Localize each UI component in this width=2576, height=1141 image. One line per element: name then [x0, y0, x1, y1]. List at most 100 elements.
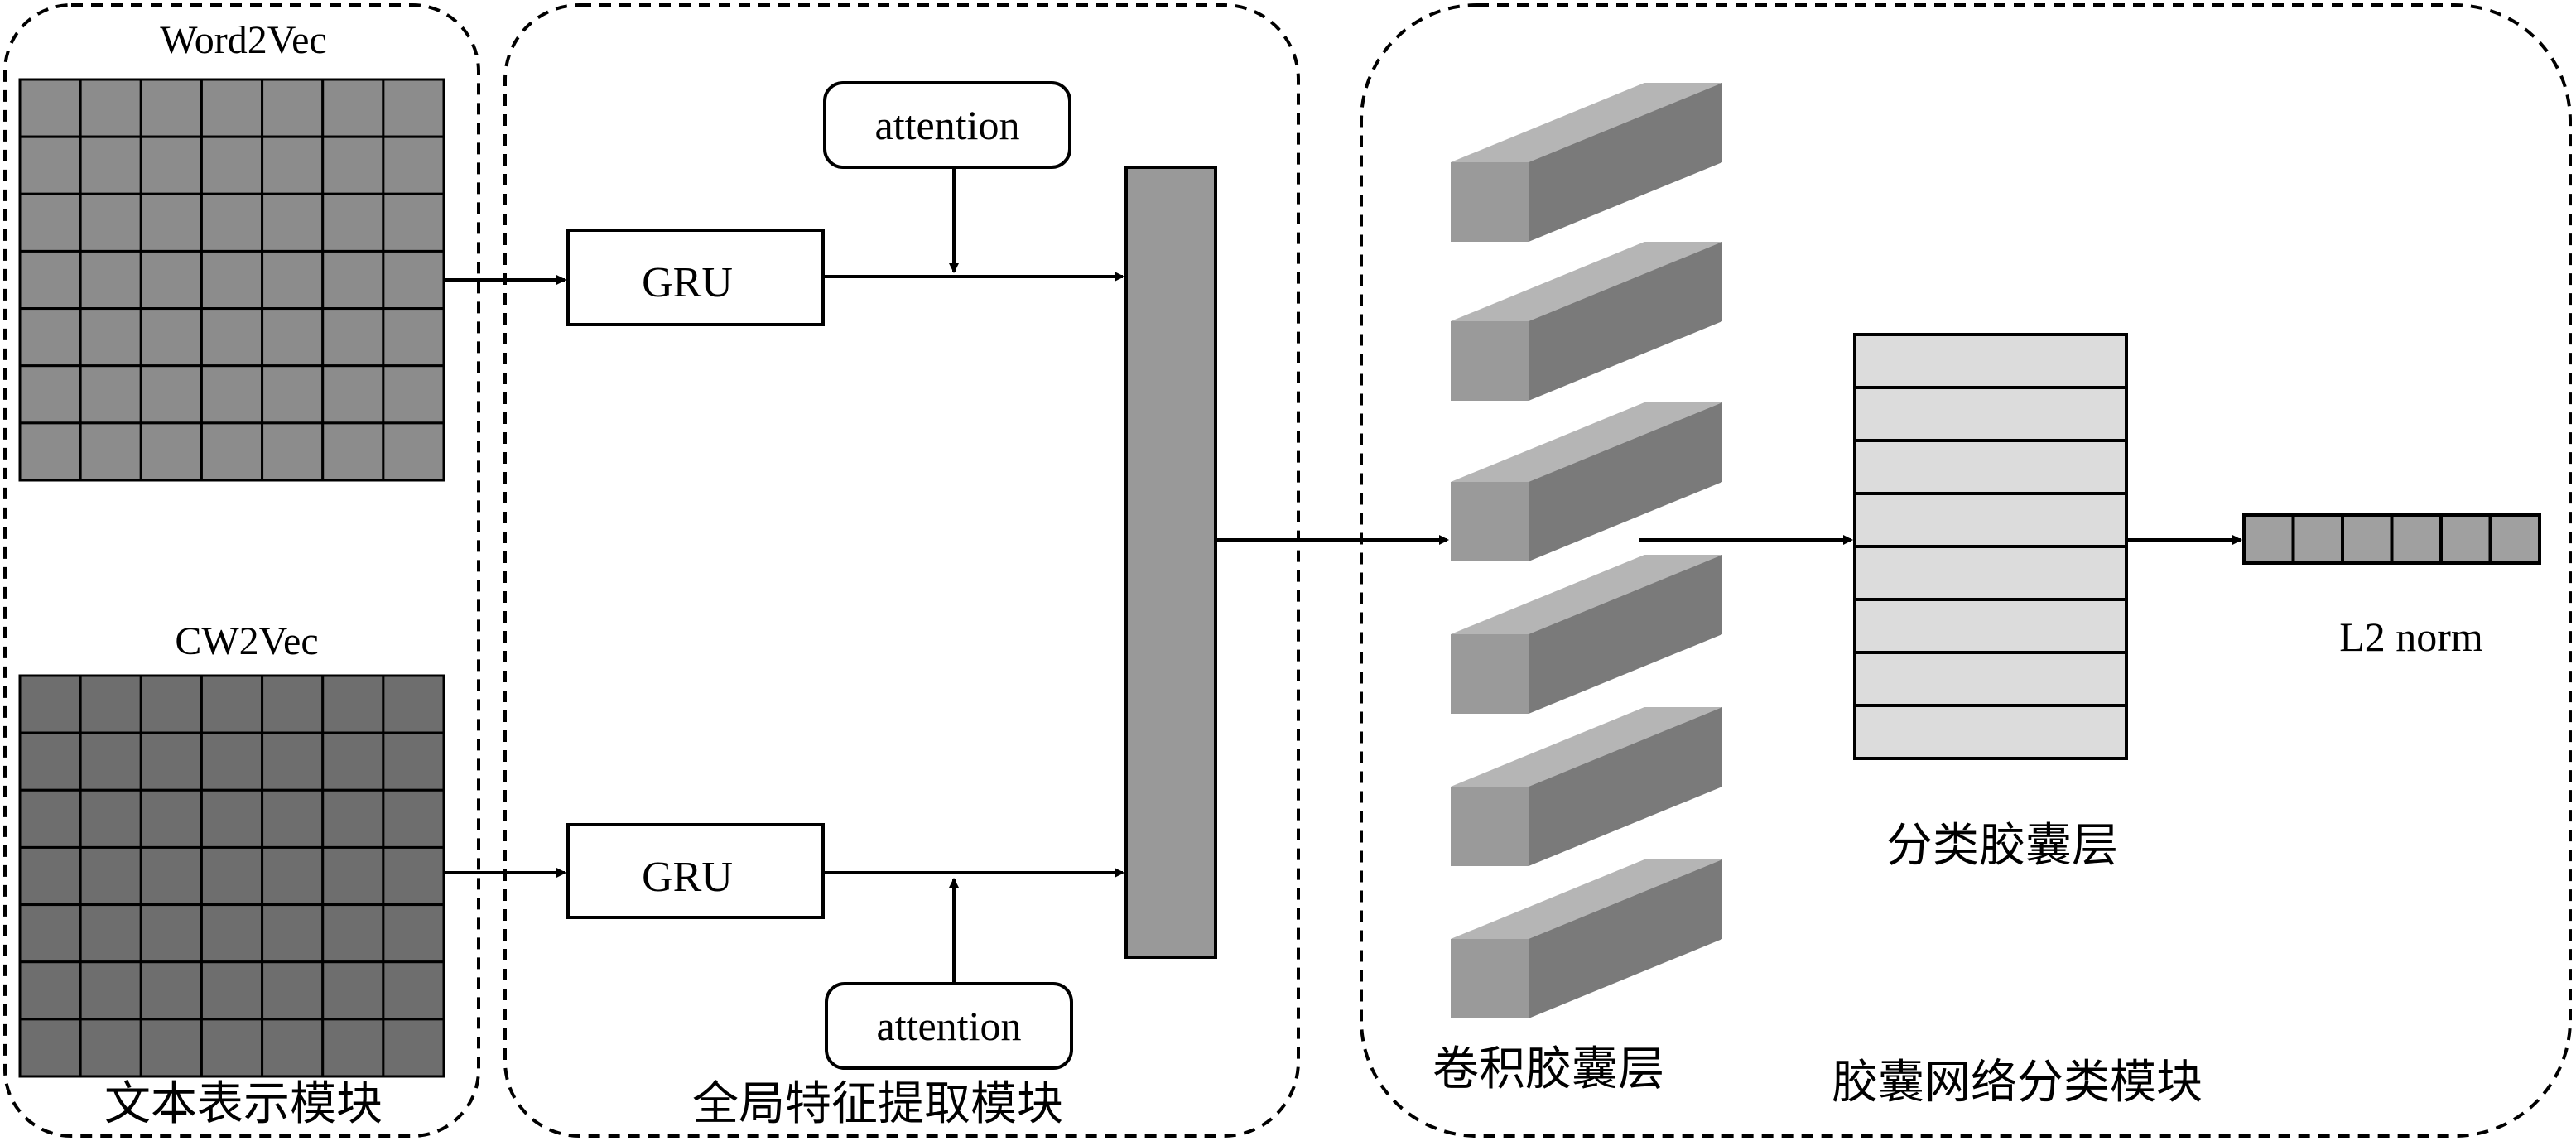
cw2vec-matrix-cell	[139, 960, 203, 1021]
capsule-top-face	[1451, 242, 1722, 321]
word2vec-matrix-cell	[261, 135, 325, 195]
cw2vec-matrix-cell	[18, 845, 82, 907]
word2vec-matrix-cell	[382, 421, 445, 482]
cw2vec-matrix-cell	[321, 731, 385, 792]
cw2vec-matrix-cell	[79, 960, 142, 1021]
cw2vec-matrix-cell	[321, 788, 385, 849]
gru-bottom-box	[566, 823, 825, 919]
l2-norm-vector	[2242, 513, 2541, 565]
cw2vec-matrix-cell	[382, 731, 445, 792]
cw2vec-matrix-cell	[200, 960, 264, 1021]
cuboid-icon	[1451, 859, 1722, 1018]
class-capsule-row	[1853, 386, 2128, 442]
word2vec-matrix-cell	[200, 364, 264, 425]
word2vec-matrix-cell	[382, 307, 445, 368]
capsule-front-face	[1451, 321, 1529, 401]
capsule-top-face	[1451, 859, 1722, 939]
gru-top-box	[566, 229, 825, 326]
word2vec-matrix-cell	[200, 249, 264, 311]
word2vec-matrix-cell	[79, 78, 142, 138]
class-capsule-row	[1853, 704, 2128, 760]
l2-norm-cell	[2341, 513, 2394, 565]
l2-norm-cell	[2291, 513, 2344, 565]
word2vec-matrix-cell	[382, 364, 445, 425]
class-capsule-layer	[1853, 333, 2128, 760]
cw2vec-matrix-cell	[382, 903, 445, 964]
word2vec-matrix-cell	[18, 421, 82, 482]
word2vec-matrix-cell	[79, 421, 142, 482]
word2vec-matrix-cell	[200, 78, 264, 138]
cw2vec-matrix-cell	[382, 960, 445, 1021]
cw2vec-matrix-cell	[79, 731, 142, 792]
cw2vec-matrix-cell	[200, 903, 264, 964]
class-capsule-row	[1853, 333, 2128, 389]
word2vec-matrix-cell	[261, 78, 325, 138]
cw2vec-matrix-cell	[139, 731, 203, 792]
cw2vec-matrix-cell	[321, 960, 385, 1021]
cw2vec-matrix-cell	[79, 788, 142, 849]
word2vec-matrix-cell	[382, 135, 445, 195]
attention-top-box	[823, 81, 1071, 169]
cw2vec-matrix-cell	[79, 674, 142, 734]
class-capsule-row	[1853, 492, 2128, 548]
cw2vec-matrix-cell	[18, 674, 82, 734]
class-capsule-row	[1853, 598, 2128, 654]
word2vec-matrix-cell	[200, 135, 264, 195]
class-capsule-layer-label: 分类胶囊层	[1886, 821, 2118, 872]
cw2vec-matrix-cell	[382, 788, 445, 849]
capsule-top-face	[1451, 83, 1722, 162]
capsule-top-face	[1451, 555, 1722, 634]
word2vec-matrix-cell	[200, 307, 264, 368]
conv-capsule-layer-label: 卷积胶囊层	[1432, 1044, 1664, 1095]
concatenation-bar	[1124, 166, 1217, 959]
cw2vec-matrix-cell	[139, 903, 203, 964]
cw2vec-matrix-cell	[18, 731, 82, 792]
word2vec-matrix-cell	[321, 78, 385, 138]
word2vec-matrix-cell	[139, 249, 203, 311]
word2vec-matrix-cell	[261, 364, 325, 425]
cw2vec-matrix-cell	[382, 674, 445, 734]
word2vec-matrix-cell	[79, 364, 142, 425]
class-capsule-row	[1853, 545, 2128, 601]
text-representation-module-title: 文本表示模块	[104, 1079, 383, 1130]
word2vec-matrix-cell	[79, 135, 142, 195]
cw2vec-matrix-cell	[261, 788, 325, 849]
capsule-side-face	[1529, 859, 1722, 1018]
cw2vec-matrix-cell	[200, 788, 264, 849]
word2vec-matrix-cell	[382, 192, 445, 253]
cuboid-icon	[1451, 242, 1722, 401]
word2vec-matrix-cell	[18, 192, 82, 253]
word2vec-matrix-cell	[261, 249, 325, 311]
cw2vec-matrix-cell	[18, 1018, 82, 1078]
capsule-side-face	[1529, 707, 1722, 866]
capsule-front-face	[1451, 482, 1529, 561]
cw2vec-matrix-cell	[18, 788, 82, 849]
cuboid-icon	[1451, 83, 1722, 242]
capsule-front-face	[1451, 787, 1529, 866]
word2vec-matrix-cell	[79, 307, 142, 368]
word2vec-matrix-cell	[139, 307, 203, 368]
word2vec-matrix-cell	[18, 78, 82, 138]
cw2vec-matrix-cell	[261, 903, 325, 964]
word2vec-matrix-cell	[261, 307, 325, 368]
cw2vec-matrix-cell	[261, 1018, 325, 1078]
word2vec-matrix-cell	[139, 364, 203, 425]
word2vec-matrix-cell	[321, 249, 385, 311]
word2vec-matrix-cell	[139, 421, 203, 482]
word2vec-matrix-cell	[18, 249, 82, 311]
text-representation-module-border	[3, 3, 480, 1138]
word2vec-label: Word2Vec	[160, 18, 326, 62]
capsule-front-face	[1451, 162, 1529, 242]
word2vec-matrix-cell	[321, 135, 385, 195]
word2vec-matrix-cell	[382, 249, 445, 311]
l2-norm-cell	[2390, 513, 2443, 565]
attention-bottom-label: attention	[877, 1003, 1022, 1049]
cw2vec-matrix-cell	[79, 1018, 142, 1078]
capsule-front-face	[1451, 939, 1529, 1018]
cuboid-icon	[1451, 707, 1722, 866]
word2vec-matrix-cell	[261, 192, 325, 253]
attention-bottom-box	[825, 982, 1073, 1070]
cw2vec-matrix-cell	[79, 845, 142, 907]
word2vec-matrix-cell	[79, 249, 142, 311]
